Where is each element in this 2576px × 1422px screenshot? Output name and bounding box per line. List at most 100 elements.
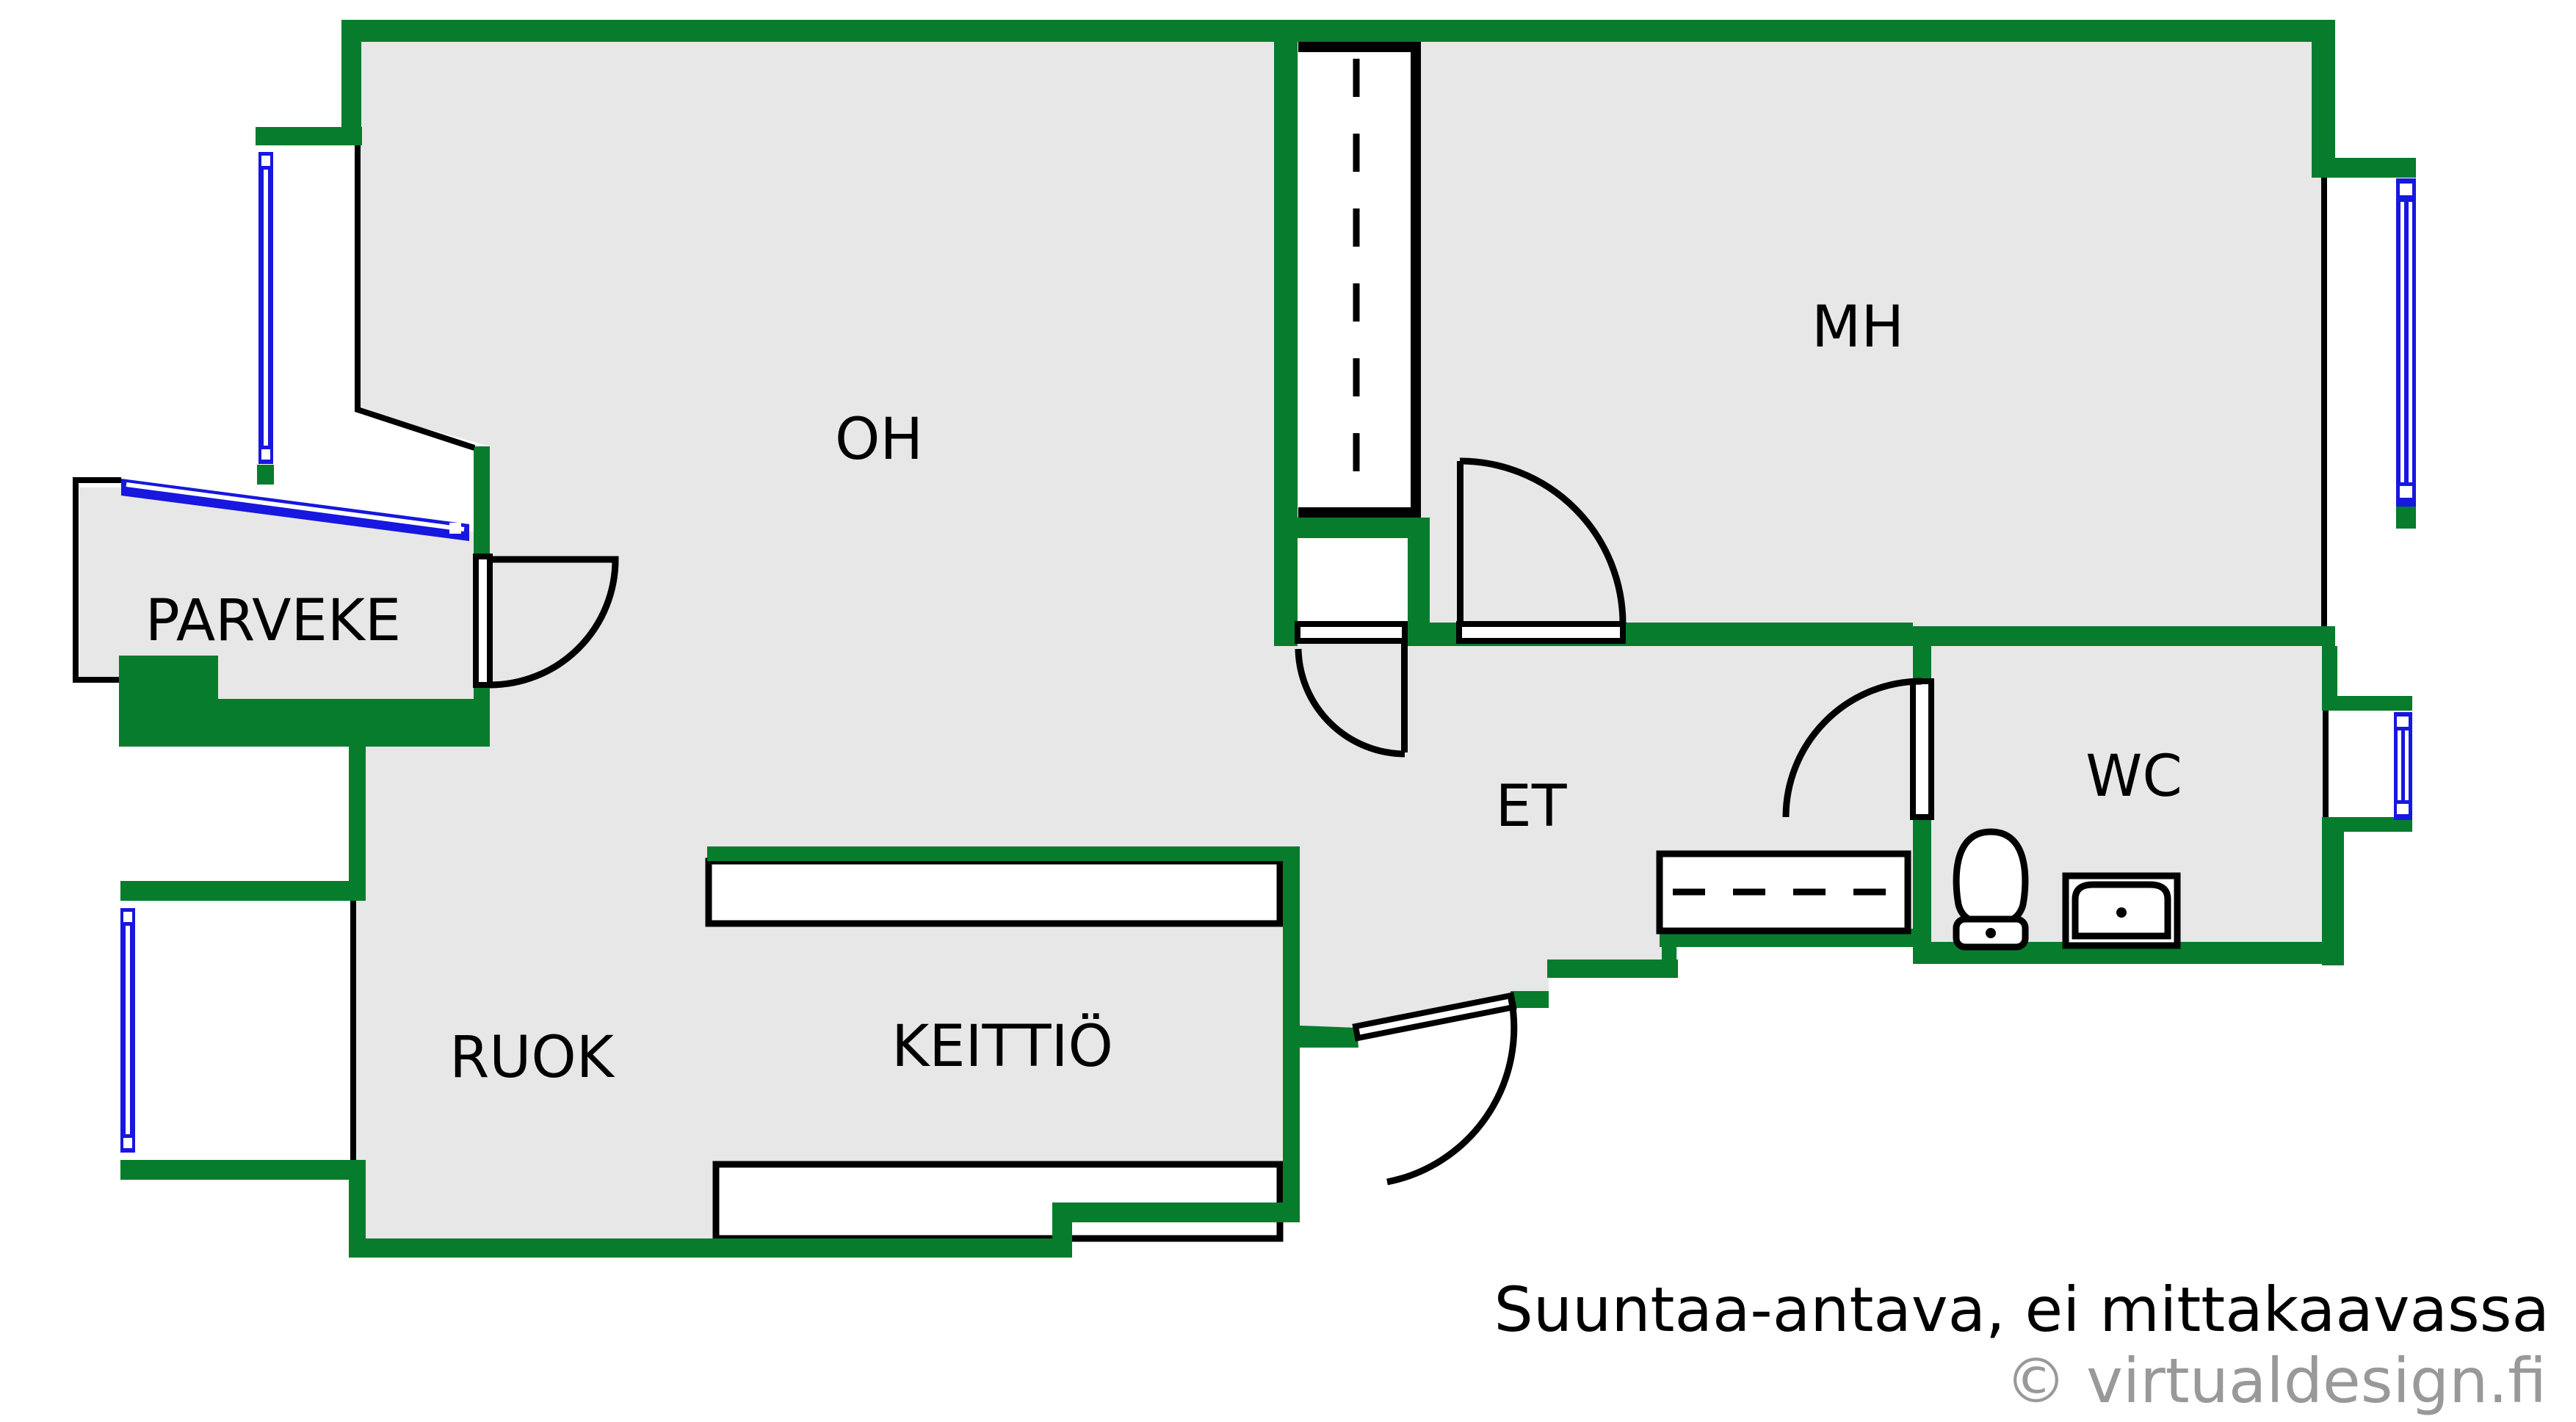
wall-left-upper <box>341 20 361 145</box>
door-mh <box>1456 457 1627 644</box>
room-label-et: ET <box>1496 774 1567 840</box>
wall-entry-step-b <box>1547 960 1678 978</box>
wall-wc-window-arm-top <box>2322 696 2412 711</box>
wall-oh-closet-divider <box>1274 42 1298 646</box>
window-left-upper-cap-top <box>261 156 270 166</box>
wall-entry-jog <box>1300 1026 1358 1048</box>
wc-fixtures <box>1953 828 2181 951</box>
wall-kitchen-right <box>1283 846 1300 1219</box>
door-mh-opening <box>1456 621 1626 644</box>
closet-right-bar <box>1411 42 1421 518</box>
closet-bottom-bar <box>1298 507 1421 518</box>
window-ruok-cap-bottom <box>123 1138 132 1148</box>
window-balcony-angled <box>121 479 469 541</box>
kitchen-counters <box>705 857 1284 1242</box>
window-left-upper-cap-bottom <box>261 449 270 460</box>
footer-texts: Suuntaa-antava, ei mittakaavassa © virtu… <box>1494 1274 2550 1417</box>
room-label-wc: WC <box>2085 744 2182 810</box>
window-wc-glass-a <box>2398 730 2401 800</box>
wall-balcony-right-lower <box>474 685 490 701</box>
door-oh-et-opening <box>1298 538 1408 624</box>
wall-wc-right-b <box>2322 832 2344 965</box>
wall-mh-window-stub <box>2396 507 2416 529</box>
window-mh-cap-bottom <box>2400 486 2412 498</box>
door-oh-et-swing <box>1295 648 1405 758</box>
wall-balcony-right-upper <box>474 446 490 556</box>
door-oh-et-leaf-open <box>1401 641 1408 752</box>
windows <box>120 152 2416 1153</box>
toilet-icon <box>1953 828 2029 951</box>
wall-mh-window-arm <box>2312 158 2416 178</box>
wall-arm-left-window-top <box>256 127 362 145</box>
door-mh-swing <box>1459 457 1627 625</box>
window-wc-glass-b <box>2405 730 2409 800</box>
disclaimer-text: Suuntaa-antava, ei mittakaavassa <box>1494 1274 2550 1346</box>
window-mh-glass-a <box>2400 202 2404 482</box>
room-label-ruok: RUOK <box>449 1025 615 1091</box>
copyright-text: © virtualdesign.fi <box>2005 1345 2547 1417</box>
wall-balcony-bottom <box>119 656 490 747</box>
wall-ruok-window-arm-top <box>120 881 366 901</box>
door-entry-swing <box>1386 998 1518 1186</box>
window-ruok <box>120 908 135 1153</box>
wall-ruok-window-arm-bottom <box>120 1160 366 1180</box>
window-mh-glass-b <box>2409 202 2412 482</box>
wall-wc-right-a <box>2322 646 2337 711</box>
sink-icon <box>2062 872 2181 949</box>
door-oh-et <box>1295 538 1408 758</box>
wall-top <box>341 20 2335 42</box>
window-mh-cap-top <box>2400 184 2412 195</box>
doors <box>473 457 1934 1186</box>
door-oh-et-leaf-closed <box>1295 621 1408 644</box>
window-left-upper <box>258 152 273 464</box>
window-wc-frame <box>2394 712 2412 820</box>
window-left-upper-glass <box>264 170 268 446</box>
wall-wc-window-arm-bottom <box>2322 817 2412 832</box>
closet-oh-mh <box>1298 42 1421 518</box>
window-balcony-glass <box>126 482 465 532</box>
wall-stub-left-window-bottom <box>257 465 274 485</box>
window-balcony-cap <box>449 523 461 534</box>
wall-counter-top-back <box>707 846 1283 861</box>
window-wc-cap-top <box>2397 717 2409 727</box>
room-labels: OH MH ET WC PARVEKE RUOK KEITTIÖ <box>145 294 2182 1091</box>
oh-left-edge-line <box>355 145 476 451</box>
window-mh-frame <box>2396 178 2416 507</box>
boundary-lines <box>73 145 2329 1160</box>
counter-lower <box>712 1161 1284 1242</box>
wall-mh-bottom-right <box>1913 626 2335 646</box>
window-wc-cap-bottom <box>2397 804 2409 814</box>
toilet-bowl <box>1953 828 2029 927</box>
window-mh <box>2396 178 2416 507</box>
room-label-parveke: PARVEKE <box>145 588 401 654</box>
window-ruok-cap-top <box>123 912 132 922</box>
wardrobe-et <box>1656 850 1911 935</box>
wall-ruok-left-a <box>349 747 366 901</box>
floor-et-wc <box>1300 648 2326 1029</box>
balcony-rail <box>73 477 121 683</box>
sink-drain <box>2116 907 2127 918</box>
closet-top-bar <box>1298 42 1421 52</box>
wall-closet-bottom-band <box>1274 518 1430 538</box>
wall-kitchen-bottom <box>1052 1202 1300 1222</box>
window-ruok-glass <box>126 926 130 1134</box>
door-mh-leaf-open <box>1457 461 1464 625</box>
wall-entry-step-a <box>1510 991 1549 1008</box>
window-wc <box>2394 712 2412 820</box>
wall-bottom <box>349 1238 1052 1258</box>
room-label-oh: OH <box>835 407 923 473</box>
room-label-keittio: KEITTIÖ <box>891 1013 1113 1080</box>
door-wc-leaf <box>1910 678 1934 820</box>
door-wc-swing <box>1782 678 1922 818</box>
door-wc <box>1782 678 1934 820</box>
door-entry <box>1352 992 1518 1186</box>
room-label-mh: MH <box>1812 294 1904 360</box>
wall-ruok-left-b <box>349 1180 366 1258</box>
wall-right-top <box>2312 20 2335 178</box>
toilet-button <box>1986 928 1996 938</box>
counter-upper <box>705 857 1284 927</box>
door-balcony-swing <box>489 556 619 689</box>
door-balcony-leaf <box>473 554 493 688</box>
